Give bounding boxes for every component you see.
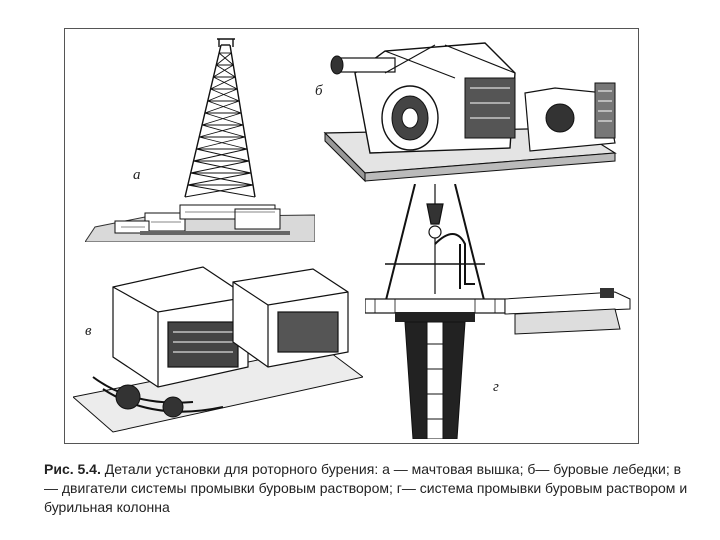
panel-derrick: а: [85, 37, 315, 242]
figure-frame: а: [64, 28, 639, 444]
panel-drill-string: г: [365, 184, 637, 439]
panel-engines: в: [73, 257, 363, 437]
panel-letter-c: в: [85, 323, 92, 339]
panel-drawworks: б: [315, 33, 635, 183]
engines-drawing: [73, 266, 363, 433]
caption-text: Детали установки для роторного бурения: …: [44, 461, 688, 515]
figure-caption: Рис. 5.4. Детали установки для роторного…: [44, 460, 694, 517]
panel-letter-d: г: [493, 379, 499, 395]
panel-letter-a: а: [133, 167, 141, 183]
caption-figure-number: Рис. 5.4.: [44, 461, 101, 477]
panel-letter-b: б: [315, 83, 323, 99]
drawworks-drawing: [323, 42, 617, 183]
drill-string-drawing: [365, 184, 631, 439]
derrick-drawing: [85, 38, 315, 242]
